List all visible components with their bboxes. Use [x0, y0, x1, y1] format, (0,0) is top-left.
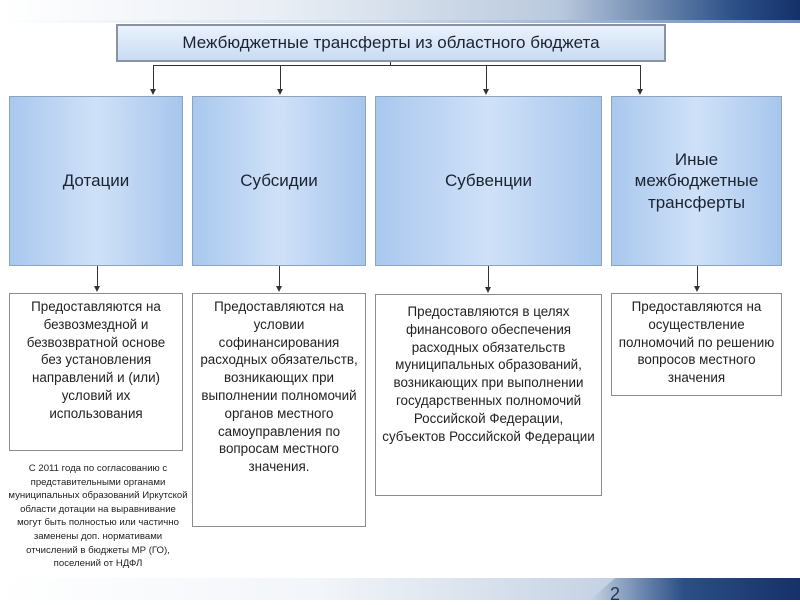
connector-subvencii-desc	[488, 266, 489, 288]
category-inye-transferty: Иные межбюджетные трансферты	[611, 96, 782, 266]
arrow-subsidii-desc	[276, 286, 282, 292]
category-subvencii: Субвенции	[375, 96, 602, 266]
description-inye-transferty: Предоставляются на осуществление полномо…	[611, 293, 782, 396]
arrow-to-subsidii	[277, 89, 283, 95]
connector-to-dotacii	[153, 65, 154, 90]
arrow-inye-desc	[694, 286, 700, 292]
category-subsidii: Субсидии	[192, 96, 366, 266]
connector-to-inye	[640, 65, 641, 90]
page-number: 2	[610, 584, 621, 604]
arrow-subvencii-desc	[485, 287, 491, 293]
arrow-to-inye	[637, 89, 643, 95]
connector-horizontal	[153, 65, 640, 66]
description-subvencii: Предоставляются в целях финансового обес…	[375, 294, 602, 496]
description-dotacii: Предоставляются на безвозмездной и безво…	[9, 293, 183, 451]
connector-to-subvencii	[486, 65, 487, 90]
arrow-to-dotacii	[150, 89, 156, 95]
arrow-dotacii-desc	[94, 286, 100, 292]
diagram-title: Межбюджетные трансферты из областного бю…	[116, 24, 666, 62]
connector-subsidii-desc	[279, 266, 280, 287]
description-subsidii: Предоставляются на условии софинансирова…	[192, 293, 366, 527]
connector-to-subsidii	[280, 65, 281, 90]
connector-dotacii-desc	[97, 266, 98, 287]
header-decoration-line	[0, 20, 800, 23]
arrow-to-subvencii	[483, 89, 489, 95]
connector-title-down	[390, 62, 391, 65]
header-decoration	[0, 0, 800, 20]
footnote-dotacii: С 2011 года по согласованию с представит…	[8, 463, 188, 570]
connector-inye-desc	[697, 266, 698, 287]
category-dotacii: Дотации	[9, 96, 183, 266]
footer-decoration-accent	[590, 578, 800, 600]
